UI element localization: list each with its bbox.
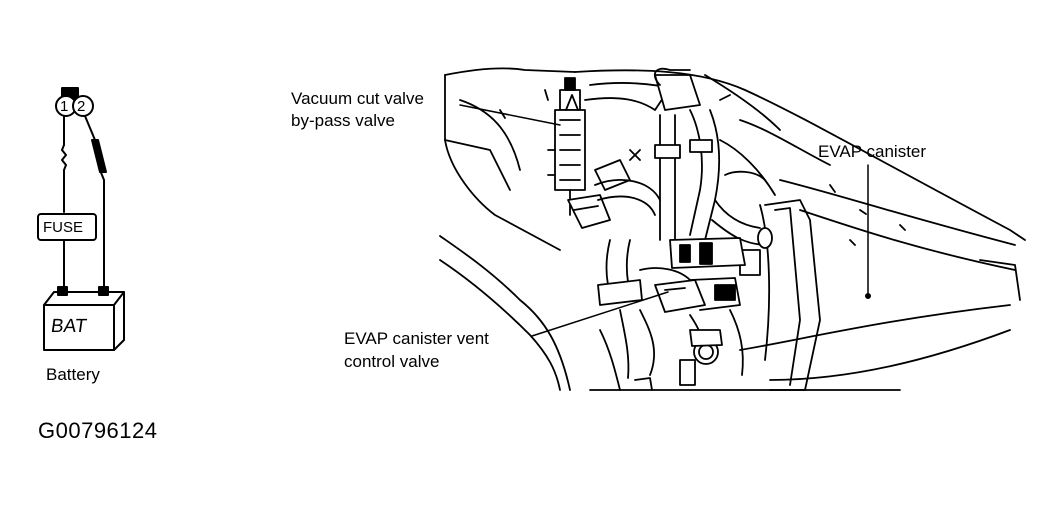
evap-vent-valve-label-line1: EVAP canister vent	[344, 329, 489, 348]
engine-bay-drawing	[439, 67, 1026, 391]
leader-vent-control	[531, 291, 669, 337]
battery-post-neg	[57, 286, 68, 296]
fuse-label: FUSE	[43, 219, 84, 236]
battery-caption: Battery	[46, 365, 100, 384]
evap-vent-valve-label-line2: control valve	[344, 352, 440, 371]
battery-body	[43, 291, 125, 351]
terminal-2-circle	[72, 95, 94, 117]
fuse-box	[37, 213, 97, 241]
bypass-valve-label: by-pass valve	[291, 111, 395, 130]
terminal-1-label: 1	[60, 98, 69, 115]
probe-tip	[91, 139, 107, 173]
leader-vacuum-cut	[459, 104, 561, 126]
wire-left	[61, 115, 67, 213]
battery-terminal-label: BAT	[49, 316, 89, 337]
evap-canister-label: EVAP canister	[818, 142, 927, 161]
battery-circuit	[37, 87, 125, 351]
terminal-2-label: 2	[77, 98, 86, 115]
vacuum-cut-valve-label: Vacuum cut valve	[291, 89, 424, 108]
figure-code: G00796124	[38, 418, 158, 443]
battery-post-pos	[98, 286, 109, 296]
